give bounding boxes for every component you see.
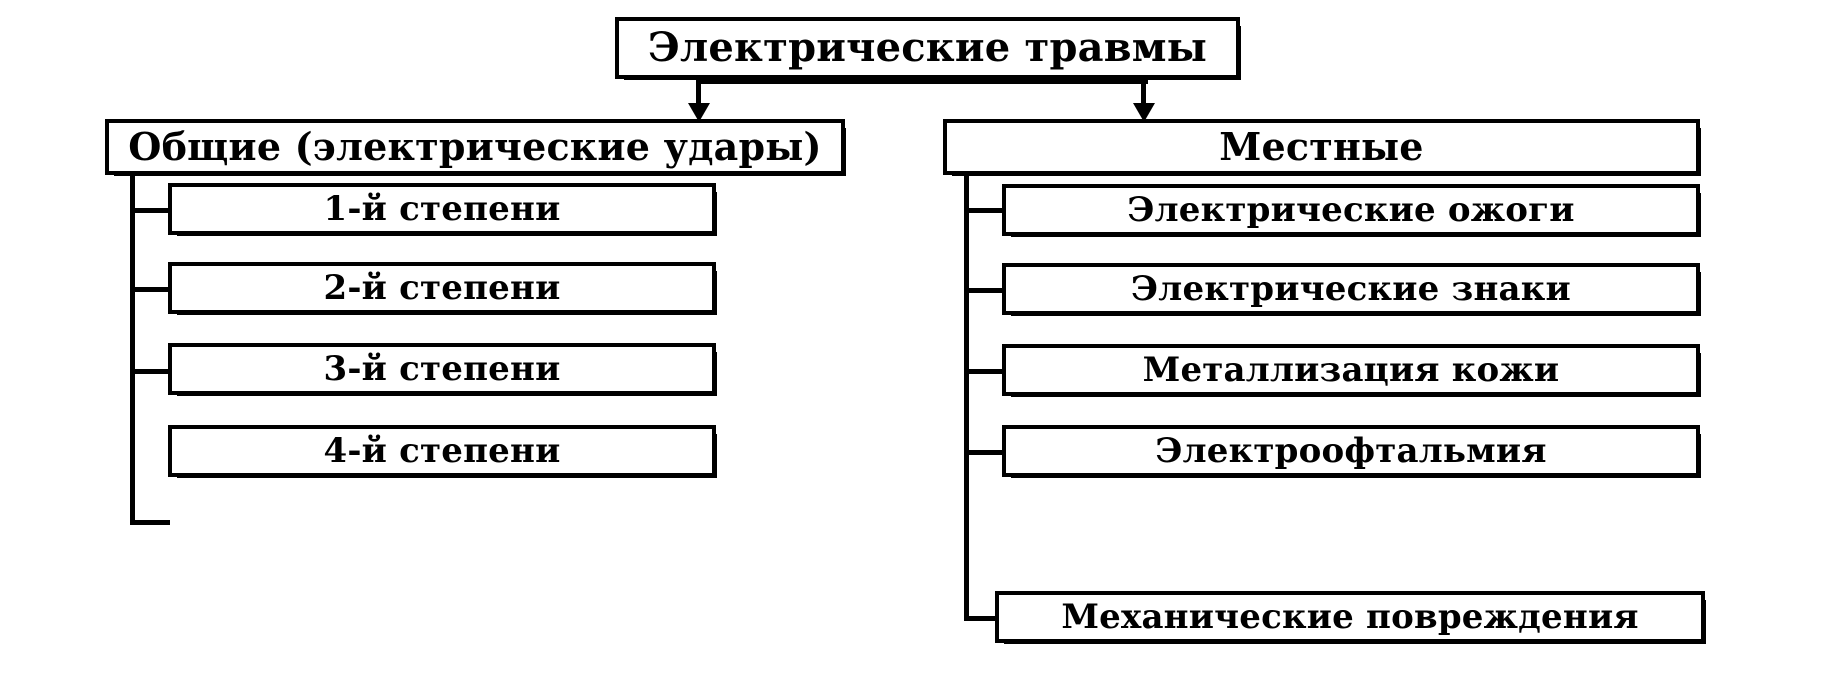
- connector-local-stub-3: [964, 369, 1004, 374]
- connector-root-right-vertical: [1141, 79, 1146, 108]
- connector-root-split-horizontal: [698, 79, 1148, 84]
- node-local-item-4[interactable]: Электроофтальмия: [1002, 425, 1701, 478]
- node-general-item-3-label: 3-й степени: [323, 349, 561, 389]
- arrow-head-left-branch: [688, 103, 710, 122]
- node-general-item-2-label: 2-й степени: [323, 268, 561, 308]
- node-branch-local-header-label: Местные: [1219, 124, 1424, 169]
- connector-general-spine: [130, 175, 135, 525]
- connector-local-stub-1: [964, 208, 1004, 213]
- arrow-head-right-branch: [1133, 103, 1155, 122]
- node-local-item-3-label: Металлизация кожи: [1142, 350, 1560, 390]
- node-general-item-4[interactable]: 4-й степени: [168, 425, 717, 478]
- node-general-item-1-label: 1-й степени: [323, 189, 561, 229]
- node-root-electrical-injuries[interactable]: Электрические травмы: [615, 17, 1241, 80]
- node-root-label: Электрические травмы: [647, 24, 1208, 71]
- node-general-item-1[interactable]: 1-й степени: [168, 183, 717, 236]
- node-branch-general-header-label: Общие (электрические удары): [128, 124, 822, 169]
- node-branch-general-header[interactable]: Общие (электрические удары): [105, 119, 846, 176]
- node-local-item-2-label: Электрические знаки: [1131, 269, 1571, 309]
- node-local-item-1-label: Электрические ожоги: [1127, 190, 1575, 230]
- node-general-item-4-label: 4-й степени: [323, 431, 561, 471]
- node-local-item-2[interactable]: Электрические знаки: [1002, 263, 1701, 316]
- node-local-item-4-label: Электроофтальмия: [1155, 431, 1547, 471]
- node-local-item-5[interactable]: Механические повреждения: [995, 591, 1706, 644]
- node-general-item-3[interactable]: 3-й степени: [168, 343, 717, 396]
- connector-general-stub-3: [130, 369, 170, 374]
- connector-local-stub-4: [964, 450, 1004, 455]
- connector-general-stub-2: [130, 287, 170, 292]
- connector-general-stub-1: [130, 208, 170, 213]
- connector-local-stub-5: [964, 616, 996, 621]
- connector-general-stub-4: [130, 520, 170, 525]
- node-branch-local-header[interactable]: Местные: [943, 119, 1701, 176]
- node-local-item-3[interactable]: Металлизация кожи: [1002, 344, 1701, 397]
- node-local-item-1[interactable]: Электрические ожоги: [1002, 184, 1701, 237]
- node-local-item-5-label: Механические повреждения: [1061, 597, 1639, 637]
- connector-local-stub-2: [964, 288, 1004, 293]
- connector-root-left-vertical: [696, 79, 701, 108]
- node-general-item-2[interactable]: 2-й степени: [168, 262, 717, 315]
- connector-local-spine: [964, 175, 969, 620]
